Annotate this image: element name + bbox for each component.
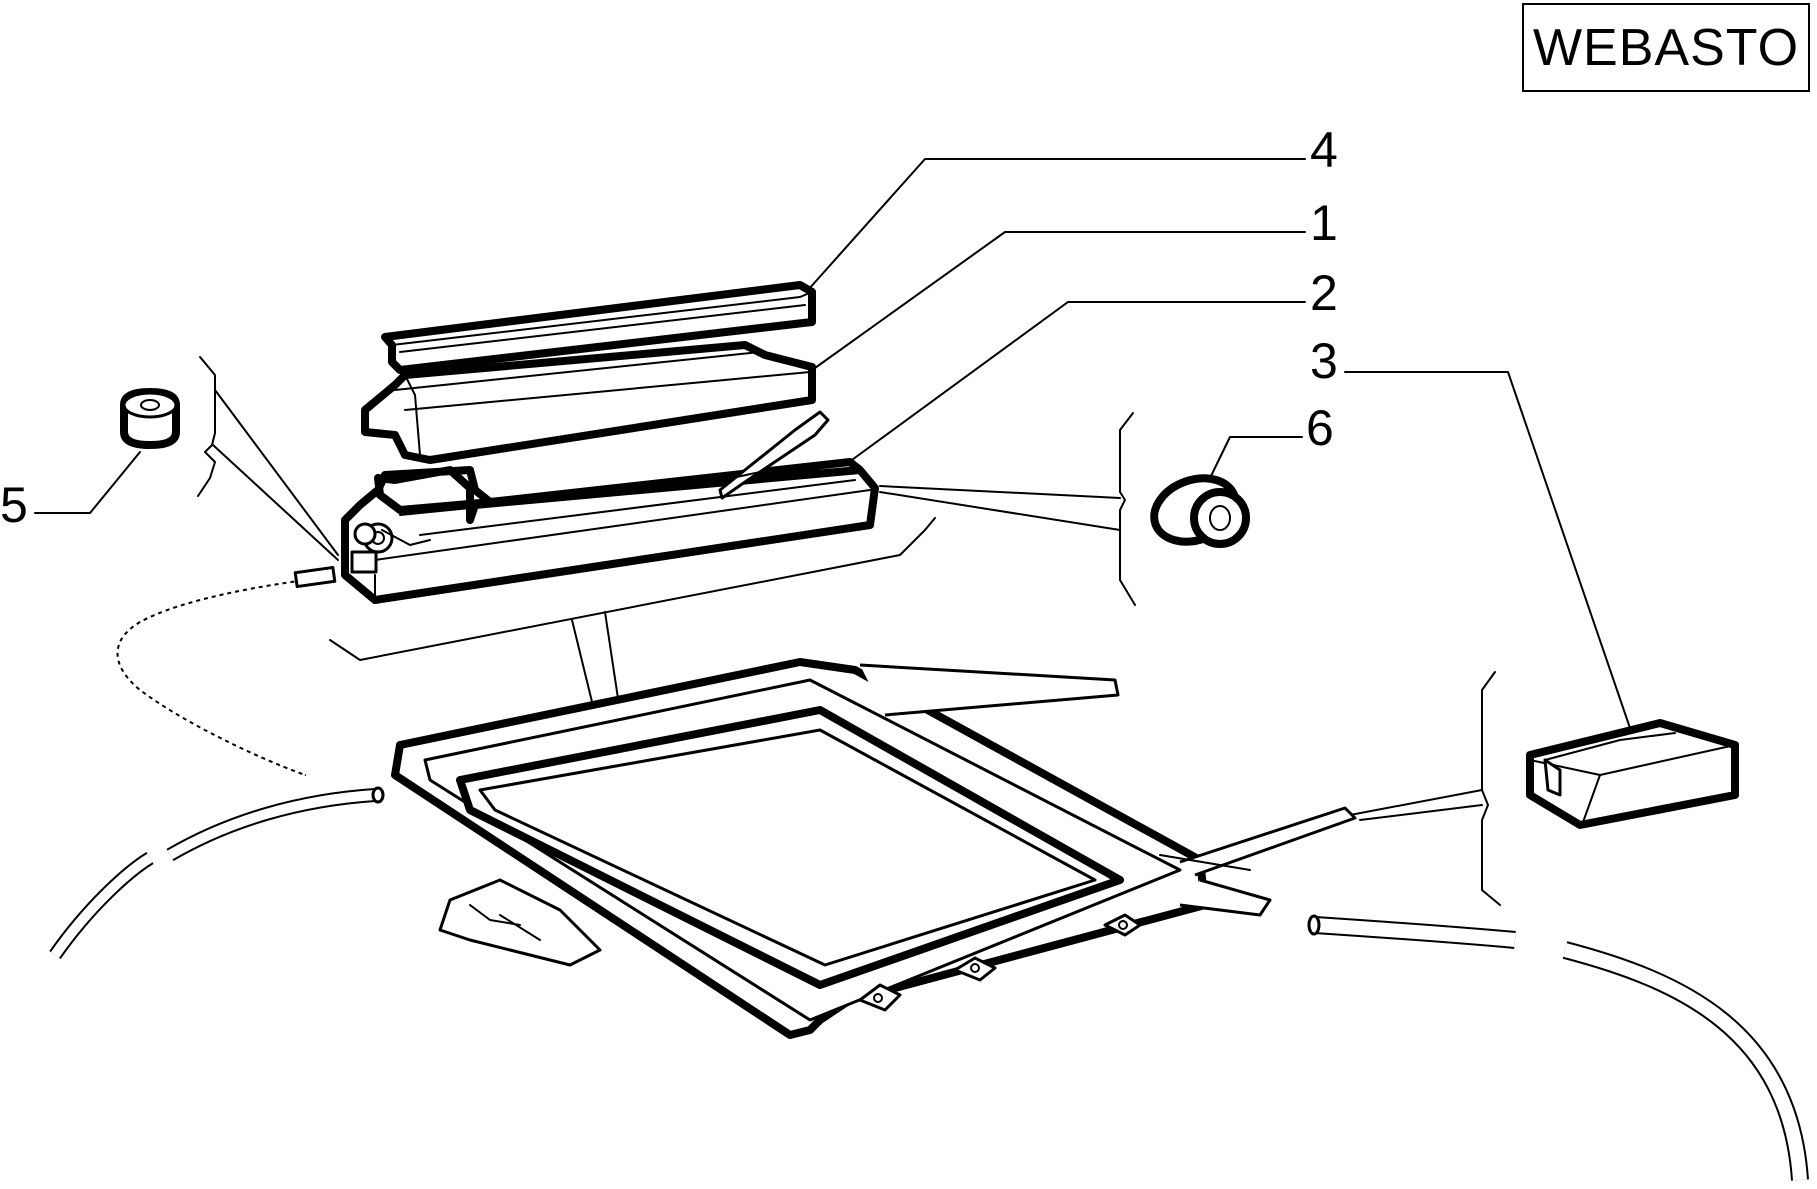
leader-6: [1209, 436, 1303, 479]
callout-6: 6: [1306, 400, 1334, 456]
part-6-roller: [1150, 474, 1250, 548]
bracket-right: [1119, 412, 1136, 606]
sunroof-frame: [391, 658, 1357, 1039]
part-2-motor-cassette: [341, 410, 879, 604]
part-4-seal-strip: [381, 281, 816, 374]
bracket-bottom: [329, 517, 936, 661]
part-1-cover-panel: [361, 341, 816, 464]
part-5-bushing: [120, 388, 180, 449]
leader-4: [807, 158, 1306, 291]
drain-hoses: [49, 786, 1809, 1181]
callout-5: 5: [0, 477, 28, 533]
leader-1: [814, 231, 1306, 369]
bracket-far-right: [1481, 671, 1501, 906]
callout-1: 1: [1310, 195, 1338, 251]
leader-lines: [34, 158, 1631, 906]
callout-3: 3: [1310, 333, 1338, 389]
leader-5: [34, 451, 141, 514]
leader-3: [1344, 371, 1631, 729]
callout-numbers: 4 1 2 3 6 5: [0, 122, 1338, 533]
leader-2: [844, 301, 1306, 466]
drive-cable: [112, 565, 337, 780]
callout-2: 2: [1310, 265, 1338, 321]
part-3-block: [1526, 719, 1739, 829]
brand-label: WEBASTO: [1532, 18, 1800, 77]
brand-label-box: WEBASTO: [1522, 3, 1810, 92]
bracket-left: [197, 356, 216, 497]
callout-4: 4: [1310, 122, 1338, 178]
